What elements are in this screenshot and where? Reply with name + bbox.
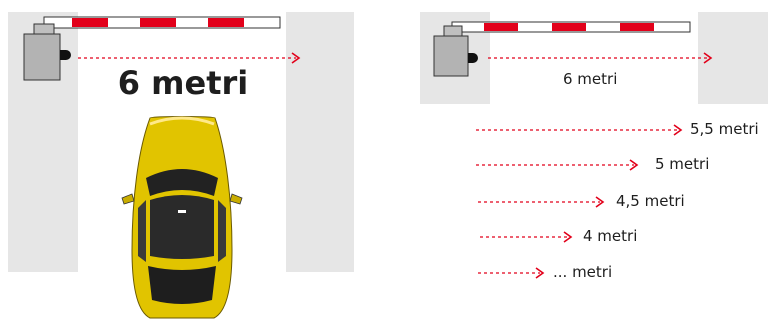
right-distance-arrow <box>488 53 711 63</box>
distance-arrow-5 <box>476 160 637 170</box>
distance-arrow-unknown <box>478 268 543 278</box>
distance-arrow-4-5 <box>478 197 603 207</box>
distance-label-5: 5 metri <box>655 155 709 173</box>
distance-arrow-5-5 <box>476 125 681 135</box>
right-diagram-right-pillar <box>698 12 768 104</box>
right-barrier-arm <box>452 22 690 32</box>
distance-arrow-4 <box>480 232 571 242</box>
distance-label-4-5: 4,5 metri <box>616 192 685 210</box>
distance-label-unknown: ... metri <box>553 263 612 281</box>
right-distance-label: 6 metri <box>563 70 617 88</box>
distance-label-4: 4 metri <box>583 227 637 245</box>
distance-label-5-5: 5,5 metri <box>690 120 759 138</box>
